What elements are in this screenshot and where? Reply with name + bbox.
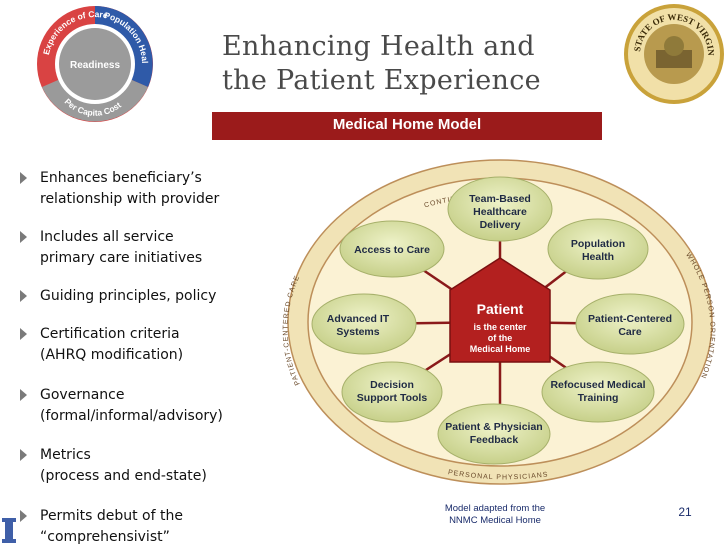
bullet-item: Guiding principles, policy bbox=[20, 286, 252, 307]
bullet-arrow-icon bbox=[20, 328, 27, 340]
node-text: Team-Based bbox=[469, 193, 531, 205]
node-text: Refocused Medical bbox=[550, 379, 645, 391]
node-advanced-it: Advanced IT Systems bbox=[311, 293, 417, 355]
page-number: 21 bbox=[678, 505, 692, 519]
node-text: Healthcare bbox=[473, 206, 527, 218]
bullet-arrow-icon bbox=[20, 389, 27, 401]
node-text: Care bbox=[618, 326, 642, 338]
node-text: Feedback bbox=[470, 434, 519, 446]
node-text: Access to Care bbox=[354, 244, 430, 256]
node-access-to-care: Access to Care bbox=[339, 220, 445, 278]
source-line: Model adapted from the bbox=[444, 503, 546, 514]
bullet-text: Includes all service bbox=[40, 229, 174, 245]
bullet-arrow-icon bbox=[20, 172, 27, 184]
bullet-item: Certification criteria (AHRQ modificatio… bbox=[20, 324, 252, 366]
section-banner bbox=[212, 112, 602, 140]
readiness-label: Readiness bbox=[70, 60, 120, 71]
patient-label: Patient bbox=[477, 301, 524, 317]
node-text: Systems bbox=[336, 326, 379, 338]
house-shape bbox=[449, 257, 551, 363]
node-text: Support Tools bbox=[357, 392, 428, 404]
patient-sub-text: of the bbox=[488, 333, 513, 343]
cycle-graphic: Readiness Experience of Care Population … bbox=[30, 2, 153, 122]
patient-sub-text: is the center bbox=[473, 322, 527, 332]
node-text: Decision bbox=[370, 379, 414, 391]
bullet-text: Governance bbox=[40, 387, 125, 403]
state-seal: STATE OF WEST VIRGINIA bbox=[622, 2, 724, 104]
node-text: Health bbox=[582, 251, 614, 263]
bullet-text: primary care initiatives bbox=[40, 250, 203, 266]
bullet-text: Certification criteria bbox=[40, 326, 180, 342]
bullet-arrow-icon bbox=[20, 449, 27, 461]
bullet-text: Permits debut of the bbox=[40, 508, 183, 524]
source-line: NNMC Medical Home bbox=[449, 515, 541, 526]
medical-home-diagram: CONTINUOUS RELATIONSHIP PERSONAL PHYSICI… bbox=[282, 159, 715, 485]
node-text: Delivery bbox=[480, 219, 521, 231]
bullet-arrow-icon bbox=[20, 290, 27, 302]
node-text: Population bbox=[571, 238, 625, 250]
patient-sub-text: Medical Home bbox=[470, 344, 531, 354]
bullet-item: Enhances beneficiary’s relationship with… bbox=[20, 168, 252, 210]
bullet-arrow-icon bbox=[20, 510, 27, 522]
bullet-text: (process and end-state) bbox=[40, 468, 207, 484]
bullet-text: (AHRQ modification) bbox=[40, 347, 184, 363]
node-text: Patient & Physician bbox=[445, 421, 542, 433]
patient-house: Patient is the center of the Medical Hom… bbox=[449, 257, 551, 363]
source-note: Model adapted from the NNMC Medical Home bbox=[420, 503, 570, 527]
node-patient-centered-care: Patient-Centered Care bbox=[575, 293, 685, 355]
node-text: Training bbox=[578, 392, 619, 404]
title-line-1: Enhancing Health and bbox=[222, 31, 535, 62]
bullet-item: Metrics (process and end-state) bbox=[20, 445, 252, 487]
node-team-based: Team-Based Healthcare Delivery bbox=[447, 176, 553, 242]
bullet-text: Metrics bbox=[40, 447, 91, 463]
node-text: Advanced IT bbox=[327, 313, 390, 325]
bullet-item: Includes all service primary care initia… bbox=[20, 227, 252, 269]
node-refocused-training: Refocused Medical Training bbox=[541, 361, 655, 423]
bullet-text: relationship with provider bbox=[40, 191, 220, 207]
bullet-item: Permits debut of the “comprehensivist” bbox=[20, 506, 252, 548]
corner-logo-icon bbox=[2, 518, 16, 543]
bullet-text: “comprehensivist” bbox=[40, 529, 170, 545]
bullet-item: Governance (formal/informal/advisory) bbox=[20, 385, 252, 427]
page-title: Enhancing Health and the Patient Experie… bbox=[222, 30, 602, 98]
bullet-arrow-icon bbox=[20, 231, 27, 243]
node-text: Patient-Centered bbox=[588, 313, 672, 325]
node-decision-support: Decision Support Tools bbox=[341, 361, 443, 423]
section-banner-label: Medical Home Model bbox=[332, 116, 482, 133]
bullet-text: Guiding principles, policy bbox=[40, 288, 217, 304]
node-patient-physician-feedback: Patient & Physician Feedback bbox=[437, 403, 551, 465]
readiness-core bbox=[59, 28, 131, 100]
node-population-health: Population Health bbox=[547, 218, 649, 280]
bullet-text: (formal/informal/advisory) bbox=[40, 408, 223, 424]
bullet-text: Enhances beneficiary’s bbox=[40, 170, 202, 186]
title-line-2: the Patient Experience bbox=[222, 65, 541, 96]
